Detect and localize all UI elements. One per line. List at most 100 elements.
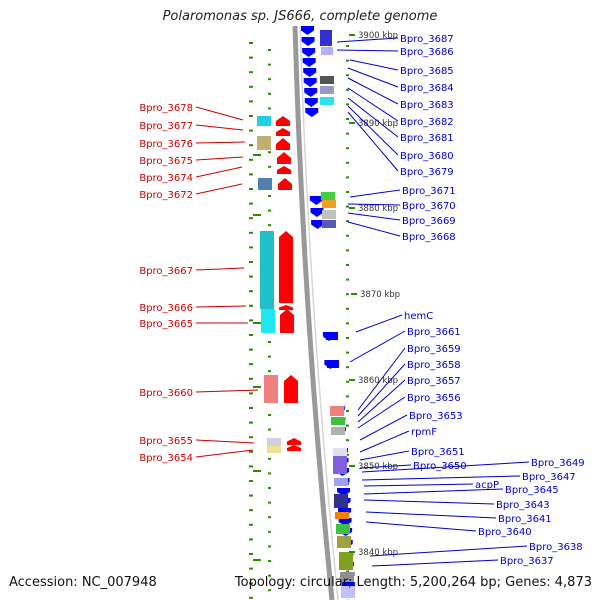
tick-mark	[249, 450, 253, 453]
feature-block	[333, 456, 347, 474]
scale-tick	[349, 465, 355, 467]
tick-mark	[249, 188, 253, 190]
right-gene-leader	[355, 314, 403, 333]
reverse-gene-block	[327, 360, 339, 368]
left-gene-leader	[195, 156, 244, 161]
right-gene-leader	[357, 396, 406, 429]
left-gene-label: Bpro_3672	[139, 190, 193, 201]
right-gene-label: Bpro_3686	[400, 47, 454, 58]
tick-mark	[249, 71, 253, 74]
tick-mark	[268, 107, 271, 110]
tick-mark	[268, 341, 271, 343]
major-tick	[253, 470, 261, 472]
tick-mark	[249, 202, 253, 205]
major-tick	[253, 154, 261, 156]
tick-mark	[249, 377, 253, 380]
tick-mark	[268, 63, 271, 66]
tick-mark	[346, 161, 349, 164]
scale-label: 3880 kbp	[358, 204, 398, 214]
tick-mark	[268, 209, 271, 212]
tick-mark	[346, 45, 349, 47]
right-gene-leader	[371, 559, 499, 567]
right-gene-leader	[365, 511, 497, 519]
tick-mark	[346, 176, 349, 179]
tick-mark	[346, 205, 349, 208]
scale-label: 3900 kbp	[358, 31, 398, 41]
tick-mark	[249, 115, 253, 117]
right-gene-label: Bpro_3683	[400, 100, 454, 111]
right-gene-label: Bpro_3650	[413, 461, 467, 472]
right-gene-leader	[349, 59, 399, 71]
left-gene-leader	[195, 166, 243, 178]
tick-mark	[346, 570, 349, 573]
forward-gene-arrow	[279, 305, 293, 310]
scale-tick	[351, 293, 357, 295]
right-gene-leader	[359, 464, 412, 469]
left-gene-label: Bpro_3674	[139, 173, 193, 184]
tick-mark	[346, 220, 349, 223]
left-gene-label: Bpro_3666	[139, 303, 193, 314]
tick-mark	[346, 307, 349, 310]
right-gene-label: Bpro_3645	[505, 485, 559, 496]
right-gene-label: Bpro_3649	[531, 458, 585, 469]
tick-mark	[346, 88, 349, 91]
reverse-gene-arrow	[309, 196, 323, 205]
tick-mark	[249, 538, 253, 541]
tick-mark	[268, 487, 271, 489]
tick-mark	[249, 173, 253, 176]
tick-mark	[249, 582, 253, 585]
right-gene-leader	[347, 111, 399, 172]
major-tick	[253, 386, 261, 388]
right-gene-leader	[369, 545, 528, 557]
feature-block	[320, 97, 334, 105]
feature-block	[257, 136, 271, 150]
forward-gene-arrow	[284, 375, 298, 403]
tick-mark	[249, 436, 253, 439]
feature-block	[258, 178, 272, 190]
tick-mark	[268, 589, 271, 592]
tick-mark	[268, 224, 271, 227]
tick-mark	[346, 410, 349, 412]
scale-tick	[349, 34, 355, 36]
scale-tick	[349, 122, 355, 124]
scale-label: 3860 kbp	[358, 376, 398, 386]
right-gene-labels: Bpro_3687Bpro_3686Bpro_3685Bpro_3684Bpro…	[336, 34, 585, 567]
right-gene-label: Bpro_3656	[407, 393, 461, 404]
tick-mark	[249, 304, 253, 307]
right-gene-label: Bpro_3679	[400, 167, 454, 178]
left-gene-label: Bpro_3660	[139, 388, 193, 399]
reverse-gene-arrow	[304, 88, 318, 97]
right-gene-leader	[363, 483, 474, 487]
right-gene-leader	[349, 189, 401, 198]
tick-mark	[346, 147, 349, 150]
right-gene-leader	[363, 488, 504, 495]
scale-label: 3840 kbp	[358, 548, 398, 558]
left-gene-label: Bpro_3654	[139, 453, 193, 464]
tick-mark	[249, 392, 253, 395]
left-gene-leader	[195, 141, 246, 144]
left-gene-leader	[195, 106, 244, 121]
tick-mark	[249, 158, 253, 161]
tick-mark	[249, 290, 253, 293]
reverse-gene-arrow	[302, 48, 316, 57]
right-gene-leader	[347, 97, 399, 138]
right-gene-leader	[361, 475, 521, 481]
tick-mark	[346, 234, 349, 237]
tick-mark	[346, 453, 349, 456]
tick-mark	[249, 261, 253, 263]
right-gene-label: Bpro_3643	[496, 500, 550, 511]
feature-block	[320, 86, 334, 94]
reverse-gene-arrow	[301, 26, 314, 35]
feature-block	[321, 192, 335, 200]
tick-mark	[249, 494, 253, 497]
tick-mark	[268, 560, 271, 562]
scale-tick	[349, 379, 355, 381]
right-gene-leader	[361, 461, 530, 473]
right-gene-leader	[347, 221, 401, 237]
right-gene-leader	[363, 499, 495, 505]
forward-strand-arrows	[276, 116, 301, 451]
forward-gene-arrow	[277, 166, 291, 174]
tick-mark	[249, 348, 253, 351]
tick-mark	[249, 465, 253, 468]
forward-gene-arrow	[287, 438, 301, 445]
